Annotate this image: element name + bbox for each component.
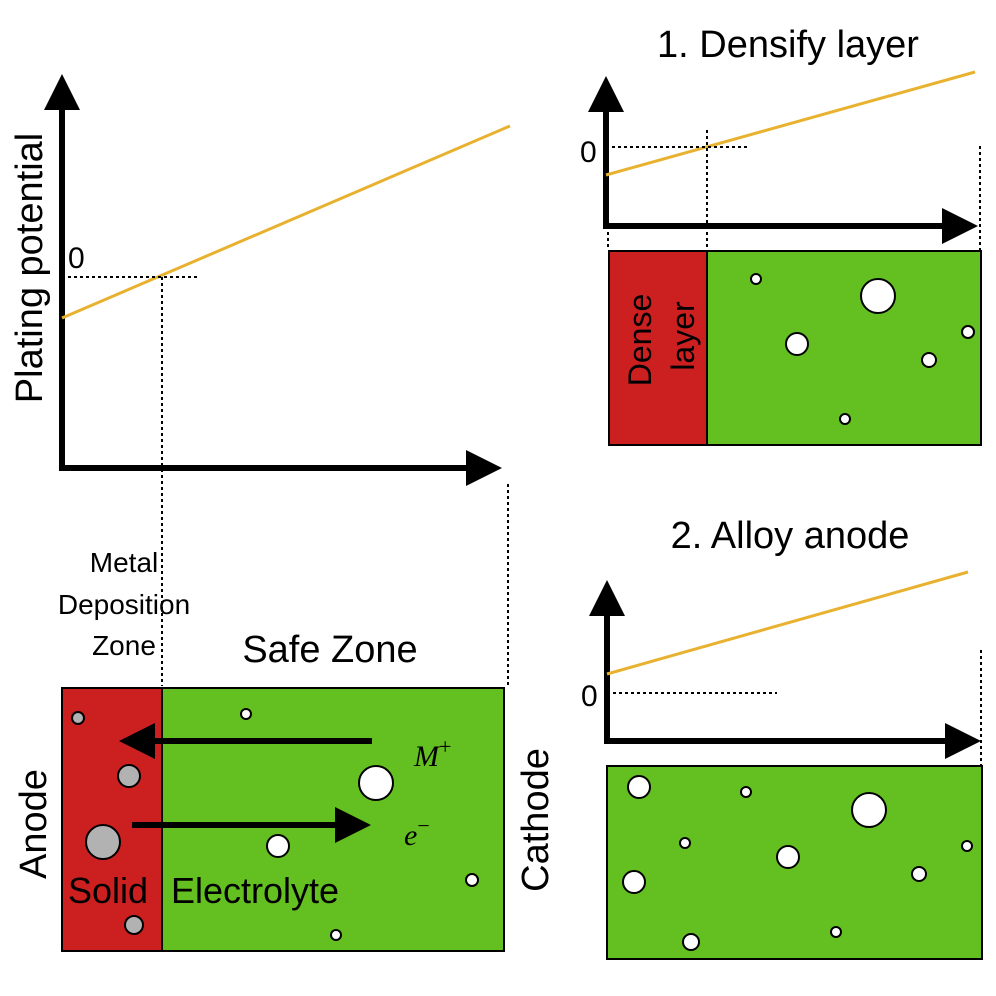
main-panel: Plating potential 0 Metal Deposition Zon…	[9, 74, 557, 952]
pore	[358, 765, 394, 801]
pore	[266, 834, 290, 858]
pore	[851, 792, 887, 828]
panel-1-potential-line	[605, 70, 976, 177]
dense-layer-region	[608, 250, 708, 446]
electron-label: e−	[404, 813, 430, 852]
pore	[785, 332, 809, 356]
solid-label: Solid	[68, 870, 148, 911]
pore	[776, 845, 800, 869]
safe-zone-label: Safe Zone	[242, 629, 417, 671]
main-zero-label: 0	[68, 242, 85, 275]
panel-1-title: 1. Densify layer	[657, 24, 919, 66]
ion-sup: +	[439, 734, 451, 759]
pore	[740, 786, 752, 798]
pore	[465, 873, 479, 887]
metal-particle	[117, 764, 141, 788]
layer-label: layer	[665, 301, 701, 371]
ion-label: M+	[413, 734, 451, 773]
electron-sup: −	[417, 813, 429, 838]
panel-2-title: 2. Alloy anode	[671, 515, 910, 557]
pore	[961, 840, 973, 852]
pore	[911, 866, 927, 882]
metal-deposition-line-3: Zone	[92, 630, 156, 661]
metal-deposition-line-2: Deposition	[58, 589, 190, 620]
pore	[961, 325, 975, 339]
panel-densify-layer: 1. Densify layer 0 Dense layer	[580, 24, 982, 446]
pore	[839, 413, 851, 425]
metal-particle	[71, 711, 85, 725]
pore	[750, 273, 762, 285]
pore	[679, 837, 691, 849]
metal-deposition-region	[61, 687, 163, 952]
main-potential-line	[61, 124, 511, 320]
metal-deposition-line-1: Metal	[90, 547, 158, 578]
metal-particle	[85, 824, 121, 860]
pore	[860, 278, 896, 314]
pore	[921, 352, 937, 368]
panel-alloy-anode: 2. Alloy anode 0	[581, 515, 983, 960]
pore	[627, 775, 651, 799]
pore	[240, 708, 252, 720]
panel-2-zero-label: 0	[581, 680, 598, 713]
pore	[682, 933, 700, 951]
plating-potential-label: Plating potential	[9, 133, 51, 403]
safe-zone-region	[161, 687, 505, 952]
panel-2-potential-line	[606, 570, 969, 676]
pore	[830, 926, 842, 938]
dense-label: Dense	[622, 294, 658, 387]
cathode-label: Cathode	[515, 748, 557, 892]
electrolyte-label: Electrolyte	[171, 870, 339, 911]
panel-1-zero-label: 0	[580, 136, 597, 169]
pore	[330, 929, 342, 941]
metal-particle	[124, 915, 144, 935]
anode-label: Anode	[13, 769, 55, 879]
pore	[622, 870, 646, 894]
